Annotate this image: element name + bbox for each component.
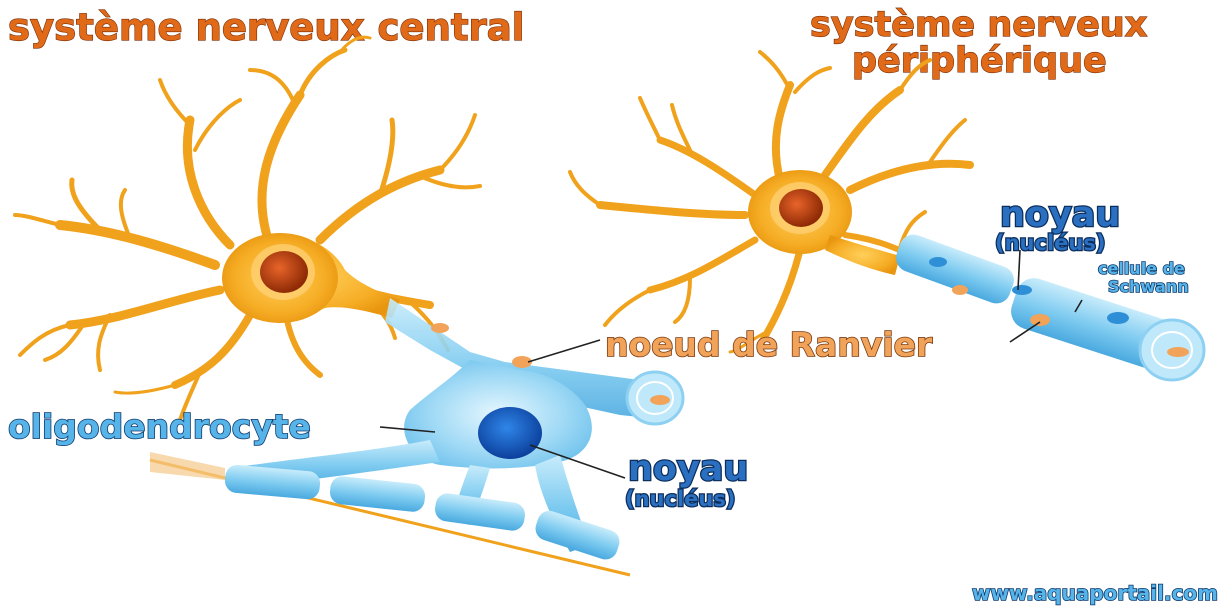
cns-axon-core bbox=[650, 395, 670, 405]
label-noyau-left: noyau bbox=[628, 449, 748, 489]
title-pns-line1: système nerveux bbox=[810, 5, 1148, 45]
label-nucleus-right: (nucléus) bbox=[995, 231, 1105, 255]
pns-neuron bbox=[570, 52, 970, 352]
pns-axon-core bbox=[1167, 347, 1189, 357]
pns-schwann-nucleus-3 bbox=[1107, 312, 1129, 324]
pns-node-1 bbox=[952, 285, 968, 295]
pns-schwann-nucleus-2 bbox=[1012, 285, 1032, 295]
pns-nucleus bbox=[779, 189, 823, 227]
pointer-ranvier-left bbox=[528, 340, 600, 362]
lower-axon-tail bbox=[150, 452, 225, 480]
label-oligodendrocyte: oligodendrocyte bbox=[8, 407, 311, 446]
label-schwann-line1: cellule de bbox=[1098, 259, 1185, 278]
cns-dendrites bbox=[15, 37, 480, 420]
cns-nucleus bbox=[260, 251, 308, 293]
watermark: www.aquaportail.com bbox=[972, 581, 1218, 605]
label-nucleus-left: (nucléus) bbox=[625, 487, 735, 511]
title-cns: système nerveux central bbox=[8, 6, 524, 49]
lower-myelin-3 bbox=[433, 492, 526, 532]
oligo-nucleus bbox=[478, 407, 542, 459]
cns-neuron bbox=[15, 37, 480, 420]
label-schwann-line2: Schwann bbox=[1108, 277, 1189, 296]
cns-node-1 bbox=[431, 323, 449, 333]
title-pns-line2: périphérique bbox=[852, 41, 1107, 81]
pointer-noyau-right bbox=[1018, 250, 1020, 290]
label-noeud-de-ranvier: noeud de Ranvier bbox=[605, 325, 933, 364]
label-noyau-right: noyau bbox=[1000, 195, 1120, 235]
pns-schwann-nucleus-1 bbox=[929, 257, 947, 267]
pns-node-ranvier bbox=[1030, 314, 1050, 326]
